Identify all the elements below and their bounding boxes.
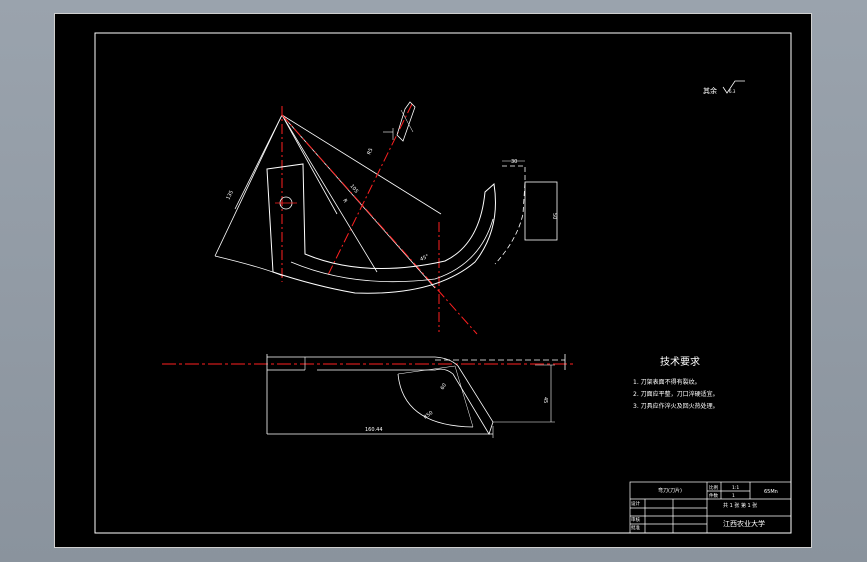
surface-finish-value: 6.3 [729,89,736,94]
row-designer: 设计 [631,500,640,507]
surface-finish-note: 其余 6.3 [703,80,745,95]
tech-req-title: 技术要求 [660,355,700,368]
tech-req-item-1: 1. 刀架表面不得有裂纹。 [633,378,701,386]
qty-label: 件数 [709,492,718,499]
blade-front-view: 160.44 45 60 R50 [162,354,573,438]
school-name: 江西农业大学 [723,519,765,528]
cad-drawing: 其余 6.3 135 105 R R5 [94,32,792,534]
dim-short-radius: R [341,198,348,204]
dim-diag-label: R5 [366,147,374,156]
tech-req-item-3: 3. 刀具应作淬火及回火热处理。 [633,402,719,410]
surface-finish-prefix: 其余 [703,86,717,95]
dim-mid-radius: 105 [348,183,359,194]
dim-right-height: 50 [551,213,557,219]
dim-tip-width: 30 [511,159,517,165]
material: 65Mn [764,489,778,495]
dim-left-radius: 135 [225,190,235,201]
blade-top-view: 135 105 R R5 30 50 45° [214,101,558,335]
part-name: 弯刀(刀片) [658,487,682,494]
dim-overall-height: 45 [542,397,548,403]
dim-overall-length: 160.44 [365,427,383,433]
title-block [629,481,792,534]
scale-value: 1:1 [732,485,739,491]
technical-requirements: 技术要求 1. 刀架表面不得有裂纹。 2. 刀面应平整，刀口淬硬适宜。 3. 刀… [633,355,719,410]
drawing-sheet: 其余 6.3 135 105 R R5 [54,13,812,548]
inner-frame [94,32,792,534]
title-block-text: 弯刀(刀片) 比例 1:1 件数 1 65Mn 共 1 张 第 1 张 设计 审… [631,484,778,531]
dim-angle: 45° [419,253,430,262]
tech-req-item-2: 2. 刀面应平整，刀口淬硬适宜。 [633,390,719,398]
sheet-info: 共 1 张 第 1 张 [723,502,757,509]
row-checker: 审核 [631,516,640,523]
dim-bend-radius: R50 [423,410,435,421]
row-approver: 批准 [631,524,640,531]
scale-label: 比例 [709,484,718,491]
dim-bend-label: 60 [440,382,448,391]
qty-value: 1 [732,493,735,499]
